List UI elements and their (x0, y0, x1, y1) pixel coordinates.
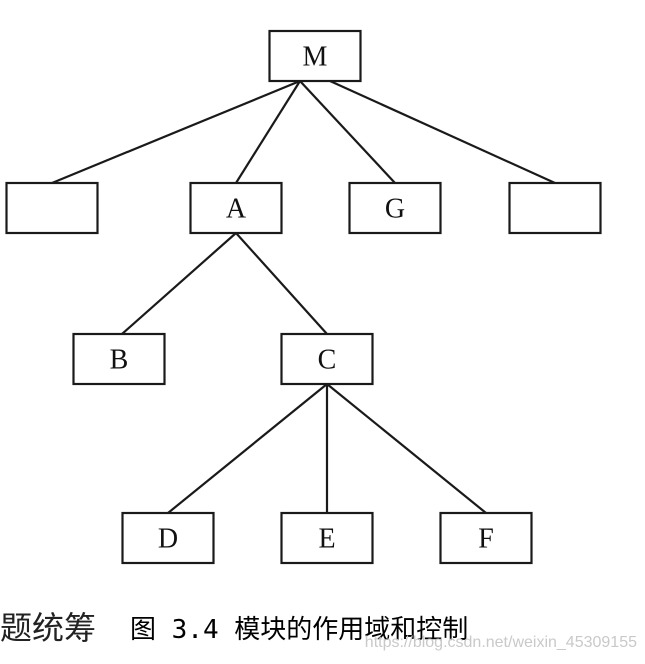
node-blank-left (5, 181, 99, 235)
edge-m-blank_left (51, 79, 301, 185)
node-box (72, 332, 166, 386)
node-box (268, 29, 362, 83)
edge-m-a (235, 80, 301, 184)
node-box (348, 181, 442, 235)
node-m: M (268, 29, 362, 83)
node-label: D (158, 524, 178, 555)
node-e: E (280, 511, 374, 565)
node-d: D (121, 511, 215, 565)
node-c: C (280, 332, 374, 386)
node-label: F (478, 524, 494, 555)
edge-layer (51, 79, 556, 514)
node-box (439, 511, 533, 565)
node-blank-right (508, 181, 602, 235)
node-box (508, 181, 602, 235)
node-label: B (110, 345, 129, 376)
node-box (5, 181, 99, 235)
node-label: G (385, 194, 405, 225)
edge-m-blank_right (329, 79, 556, 185)
node-g: G (348, 181, 442, 235)
node-box (280, 332, 374, 386)
node-box (280, 511, 374, 565)
node-b: B (72, 332, 166, 386)
node-layer: M A G B C D E F (5, 29, 602, 565)
node-label: M (303, 42, 328, 73)
edge-m-g (299, 80, 396, 184)
figure-caption: 图 3.4 模块的作用域和控制 (130, 615, 469, 645)
node-label: C (318, 345, 337, 376)
watermark: https://blog.csdn.net/weixin_45309155 (364, 634, 637, 651)
node-label: E (318, 524, 335, 555)
node-box (189, 181, 283, 235)
node-a: A (189, 181, 283, 235)
edge-a-c (235, 232, 328, 335)
edge-a-b (121, 232, 237, 335)
node-box (121, 511, 215, 565)
node-label: A (226, 194, 247, 225)
edge-c-d (167, 383, 328, 514)
node-f: F (439, 511, 533, 565)
caption-left-fragment: 题统筹 (0, 609, 97, 647)
edge-c-f (326, 383, 487, 514)
